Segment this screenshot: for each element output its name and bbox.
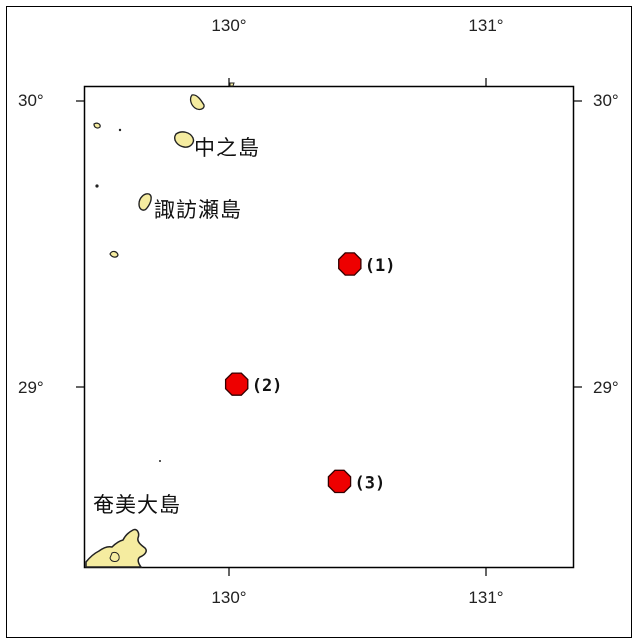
lat-label-left-30: 30°	[18, 91, 44, 110]
islet-west-2	[118, 128, 122, 132]
lat-label-right-30: 30°	[593, 91, 619, 110]
amami-detail	[109, 551, 120, 562]
lon-label-top-131: 131°	[468, 16, 503, 35]
lon-label-bottom-131: 131°	[468, 588, 503, 607]
islet-west-1	[93, 122, 101, 129]
lat-label-right-29: 29°	[593, 378, 619, 397]
marker-label-3: (3)	[355, 473, 386, 493]
place-label-amami-oshima: 奄美大島	[93, 493, 181, 517]
place-label-nakanoshima: 中之島	[194, 136, 260, 160]
marker-1	[338, 252, 362, 276]
marker-label-2: (2)	[252, 376, 283, 396]
islet-west-3	[95, 184, 99, 188]
tick-marks	[76, 78, 582, 576]
lon-label-bottom-130: 130°	[211, 588, 246, 607]
lat-label-left-29: 29°	[18, 378, 44, 397]
lon-label-top-130: 130°	[211, 16, 246, 35]
marker-3	[327, 469, 352, 494]
islet-dot	[159, 460, 161, 462]
island-amami-oshima	[85, 528, 147, 568]
island-nakanoshima	[174, 131, 195, 148]
islands	[85, 82, 235, 568]
islet-south	[109, 250, 119, 258]
island-north-top	[189, 94, 205, 111]
markers: (1) (2) (3)	[224, 252, 396, 494]
islet-top-small	[229, 82, 235, 87]
marker-label-1: (1)	[365, 256, 396, 276]
island-suwanosejima	[138, 193, 152, 211]
marker-2	[224, 372, 249, 396]
place-label-suwanosejima: 諏訪瀬島	[154, 198, 242, 222]
